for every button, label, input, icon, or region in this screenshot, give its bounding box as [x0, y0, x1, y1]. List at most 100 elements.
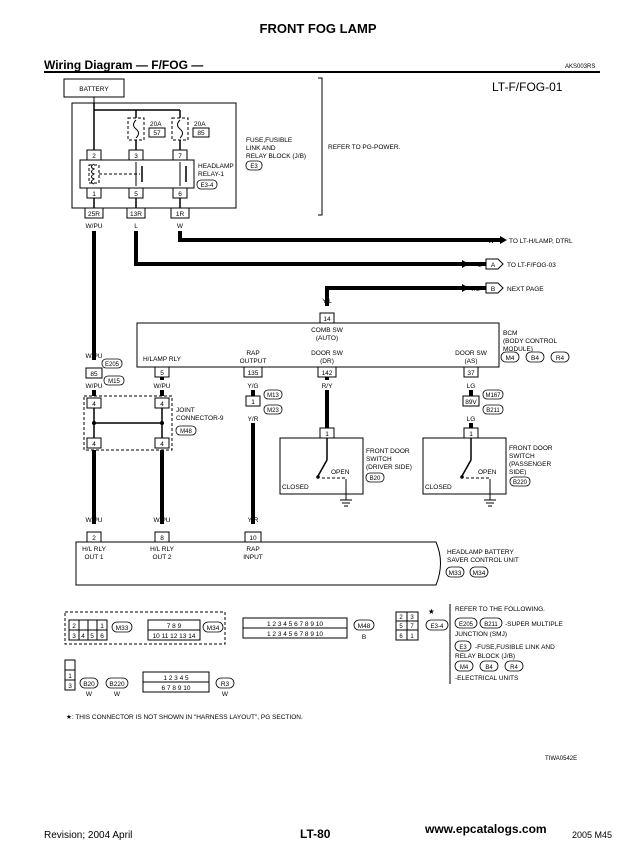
svg-text:B211: B211: [486, 408, 500, 414]
svg-text:E205: E205: [105, 362, 120, 368]
svg-text:RAP: RAP: [246, 546, 259, 553]
svg-text:85: 85: [90, 371, 98, 378]
svg-text:W: W: [114, 691, 121, 698]
diagram-code: LT-F/FOG-01: [492, 80, 563, 94]
svg-text:OUT 2: OUT 2: [152, 554, 171, 561]
svg-text:TIWA0542E: TIWA0542E: [545, 756, 577, 762]
bcm-module: [136, 322, 500, 368]
svg-text:-ELECTRICAL UNITS: -ELECTRICAL UNITS: [455, 675, 519, 682]
svg-text:B4: B4: [485, 665, 493, 671]
svg-text:OPEN: OPEN: [478, 469, 497, 476]
wire-l: [134, 231, 488, 266]
svg-text:JOINT: JOINT: [176, 407, 195, 414]
arrow-next-page: NEXT PAGE: [507, 286, 544, 293]
svg-text:M15: M15: [108, 379, 120, 385]
svg-text:R4: R4: [556, 355, 565, 362]
svg-text:HEADLAMP: HEADLAMP: [198, 163, 234, 170]
svg-text:DOOR SW: DOOR SW: [311, 350, 344, 357]
svg-text:M23: M23: [267, 408, 279, 414]
svg-text:R/Y: R/Y: [322, 383, 334, 390]
svg-text:LG: LG: [467, 416, 476, 423]
svg-text:SWITCH: SWITCH: [366, 456, 392, 463]
svg-text:M33: M33: [449, 570, 462, 577]
page-title: FRONT FOG LAMP: [260, 21, 377, 36]
svg-text:R4: R4: [510, 665, 518, 671]
svg-text:W/PU: W/PU: [86, 383, 103, 390]
svg-text:H/LAMP RLY: H/LAMP RLY: [143, 356, 182, 363]
svg-text:14: 14: [323, 316, 331, 323]
svg-text:L: L: [134, 223, 138, 230]
ref-code: AKS003RS: [565, 64, 595, 70]
svg-text:B220: B220: [109, 681, 125, 688]
svg-text:10: 10: [249, 535, 257, 542]
footer-revision: Revision; 2004 April: [44, 830, 132, 841]
svg-text:Y/R: Y/R: [248, 416, 259, 423]
svg-text:(AS): (AS): [465, 358, 478, 365]
svg-text:W: W: [488, 238, 495, 245]
svg-text:M4: M4: [460, 665, 469, 671]
section-title: Wiring Diagram — F/FOG —: [44, 58, 203, 72]
svg-text:89V: 89V: [465, 399, 477, 406]
refer-power-note: REFER TO PG-POWER.: [328, 144, 401, 151]
svg-text:4: 4: [92, 441, 96, 448]
svg-text:COMB SW: COMB SW: [311, 327, 344, 334]
svg-text:5: 5: [399, 624, 403, 630]
svg-text:M34: M34: [473, 570, 486, 577]
svg-text:W/PU: W/PU: [86, 517, 103, 524]
svg-text:135: 135: [248, 370, 259, 377]
legend-b20-b220: [64, 659, 76, 691]
svg-text:3: 3: [134, 153, 138, 160]
svg-text:RAP: RAP: [246, 350, 259, 357]
svg-text:4: 4: [160, 441, 164, 448]
svg-text:20A: 20A: [194, 121, 206, 128]
joint-connector-9: [83, 395, 173, 451]
svg-text:W/PU: W/PU: [86, 223, 103, 230]
svg-text:2: 2: [72, 623, 76, 630]
footer-page: LT-80: [300, 827, 331, 841]
svg-text:B20: B20: [370, 476, 381, 482]
svg-text:1: 1: [251, 399, 255, 406]
svg-text:W: W: [222, 691, 229, 698]
svg-text:7 8 9: 7 8 9: [167, 623, 182, 630]
svg-text:(DR): (DR): [320, 358, 334, 365]
svg-text:RELAY BLOCK (J/B): RELAY BLOCK (J/B): [246, 153, 306, 160]
svg-text:5: 5: [90, 633, 94, 640]
svg-text:SAVER CONTROL UNIT: SAVER CONTROL UNIT: [447, 557, 519, 564]
svg-text:3: 3: [72, 633, 76, 640]
svg-text:B4: B4: [531, 355, 539, 362]
svg-text:3: 3: [68, 683, 72, 690]
svg-text:L: L: [478, 262, 482, 269]
svg-text:2: 2: [399, 615, 403, 621]
svg-text:OUT 1: OUT 1: [84, 554, 103, 561]
battery-label: BATTERY: [79, 86, 109, 93]
svg-text:B: B: [491, 286, 495, 293]
svg-text:M4: M4: [505, 355, 514, 362]
svg-text:HEADLAMP BATTERY: HEADLAMP BATTERY: [447, 549, 514, 556]
svg-text:6: 6: [399, 634, 403, 640]
svg-text:1 2 3 4 5 6 7 8 9 10: 1 2 3 4 5 6 7 8 9 10: [267, 621, 323, 628]
svg-text:(DRIVER SIDE): (DRIVER SIDE): [366, 464, 412, 471]
svg-text:(PASSENGER: (PASSENGER: [509, 461, 551, 468]
fuse-block-connector: E3: [250, 164, 258, 170]
svg-text:A: A: [491, 262, 496, 269]
svg-text:4: 4: [92, 401, 96, 408]
svg-text:Y/G: Y/G: [247, 383, 258, 390]
svg-text:R3: R3: [221, 681, 230, 688]
svg-text:REFER TO THE FOLLOWING.: REFER TO THE FOLLOWING.: [455, 606, 545, 613]
svg-text:2: 2: [92, 153, 96, 160]
svg-text:W/PU: W/PU: [154, 517, 171, 524]
svg-text:1 2 3 4 5: 1 2 3 4 5: [163, 675, 189, 682]
svg-text:B220: B220: [513, 480, 528, 486]
svg-text:1: 1: [68, 673, 72, 680]
svg-text:SWITCH: SWITCH: [509, 453, 535, 460]
legend-m33-m34: [64, 611, 226, 645]
svg-text:20A: 20A: [150, 121, 162, 128]
svg-text:57: 57: [153, 130, 161, 137]
svg-text:1: 1: [410, 634, 414, 640]
svg-text:MODULE): MODULE): [503, 346, 533, 353]
svg-text:OPEN: OPEN: [331, 469, 350, 476]
svg-text:W: W: [86, 691, 93, 698]
svg-text:6 7 8 9 10: 6 7 8 9 10: [162, 685, 191, 692]
svg-text:1: 1: [469, 431, 473, 438]
